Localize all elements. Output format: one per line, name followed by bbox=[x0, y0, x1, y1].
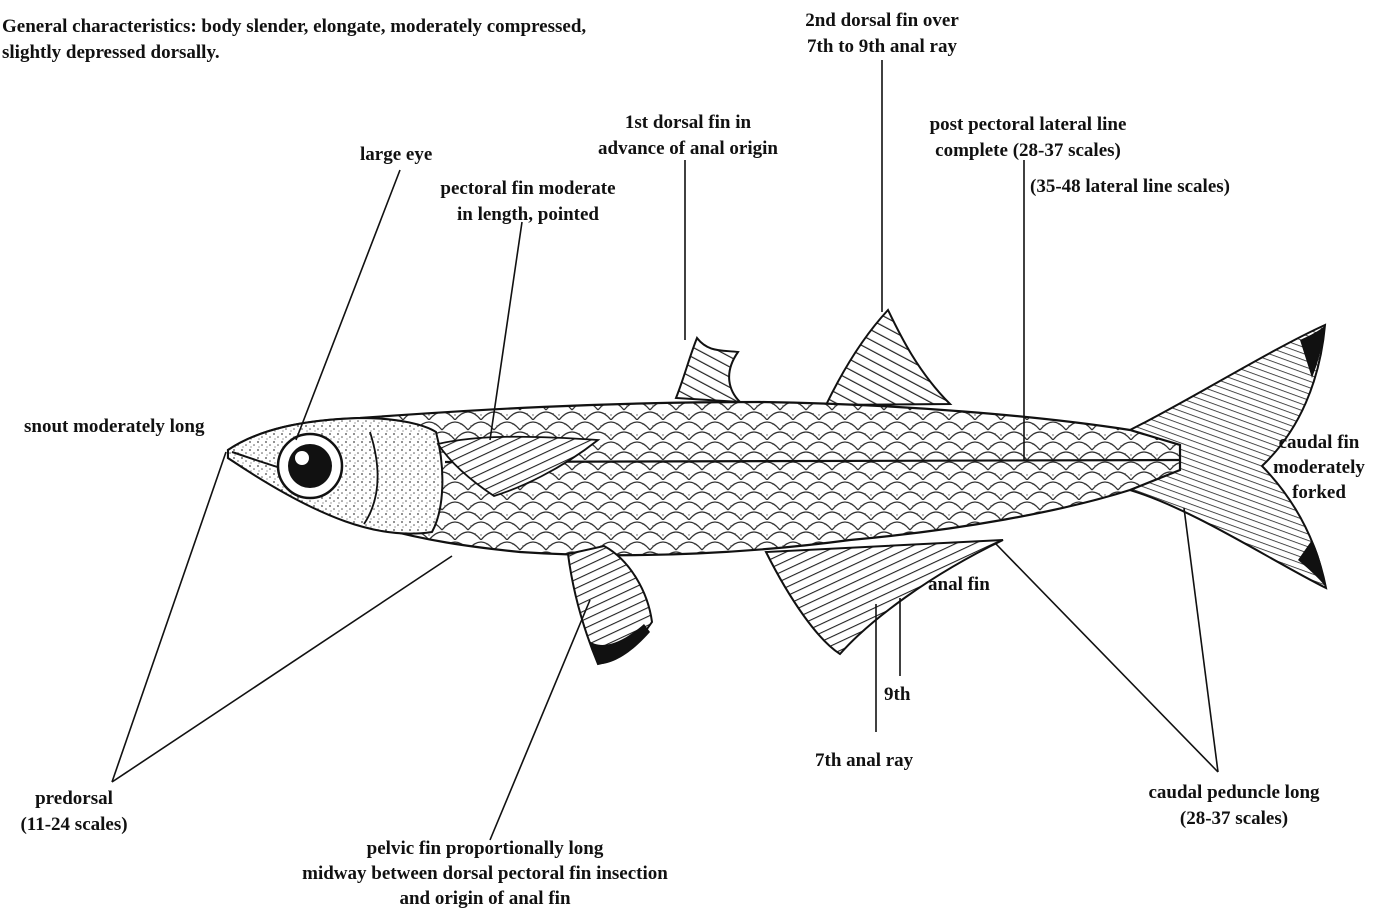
large-eye-label: large eye bbox=[360, 142, 432, 168]
general-line-2: slightly depressed dorsally. bbox=[2, 40, 586, 66]
seventh-ray-label: 7th anal ray bbox=[815, 748, 913, 774]
pectoral-line-1: pectoral fin moderate bbox=[410, 176, 646, 202]
post-pectoral-label: post pectoral lateral line complete (28-… bbox=[900, 112, 1156, 164]
caudal-fin-line-2: moderately bbox=[1258, 455, 1380, 480]
pelvic-line-1: pelvic fin proportionally long bbox=[250, 836, 720, 861]
pelvic-line-2: midway between dorsal pectoral fin insec… bbox=[250, 861, 720, 886]
caudal-peduncle-line-1: caudal peduncle long bbox=[1122, 780, 1346, 806]
second-dorsal-line-1: 2nd dorsal fin over bbox=[770, 8, 994, 34]
predorsal-line-1: predorsal bbox=[4, 786, 144, 812]
snout-label: snout moderately long bbox=[24, 414, 205, 440]
post-pectoral-line-1: post pectoral lateral line bbox=[900, 112, 1156, 138]
lateral-line-scales-label: (35-48 lateral line scales) bbox=[1030, 174, 1230, 200]
general-characteristics: General characteristics: body slender, e… bbox=[2, 14, 586, 66]
post-pectoral-line-2: complete (28-37 scales) bbox=[900, 138, 1156, 164]
caudal-fin-label: caudal fin moderately forked bbox=[1258, 430, 1380, 505]
predorsal-line-2: (11-24 scales) bbox=[4, 812, 144, 838]
general-line-1: General characteristics: body slender, e… bbox=[2, 14, 586, 40]
pelvic-fin-label: pelvic fin proportionally long midway be… bbox=[250, 836, 720, 911]
caudal-peduncle-label: caudal peduncle long (28-37 scales) bbox=[1122, 780, 1346, 832]
caudal-fin-line-1: caudal fin bbox=[1258, 430, 1380, 455]
first-dorsal-fin bbox=[676, 338, 740, 402]
first-dorsal-line-1: 1st dorsal fin in bbox=[570, 110, 806, 136]
caudal-peduncle-line-2: (28-37 scales) bbox=[1122, 806, 1346, 832]
anal-fin-label: anal fin bbox=[928, 572, 990, 598]
second-dorsal-label: 2nd dorsal fin over 7th to 9th anal ray bbox=[770, 8, 994, 60]
ninth-ray-label: 9th bbox=[884, 682, 910, 708]
pectoral-line-2: in length, pointed bbox=[410, 202, 646, 228]
pectoral-fin-label: pectoral fin moderate in length, pointed bbox=[410, 176, 646, 228]
second-dorsal-line-2: 7th to 9th anal ray bbox=[770, 34, 994, 60]
first-dorsal-label: 1st dorsal fin in advance of anal origin bbox=[570, 110, 806, 162]
first-dorsal-line-2: advance of anal origin bbox=[570, 136, 806, 162]
predorsal-label: predorsal (11-24 scales) bbox=[4, 786, 144, 838]
pelvic-line-3: and origin of anal fin bbox=[250, 886, 720, 911]
second-dorsal-fin bbox=[826, 310, 950, 405]
caudal-fin-line-3: forked bbox=[1258, 480, 1380, 505]
